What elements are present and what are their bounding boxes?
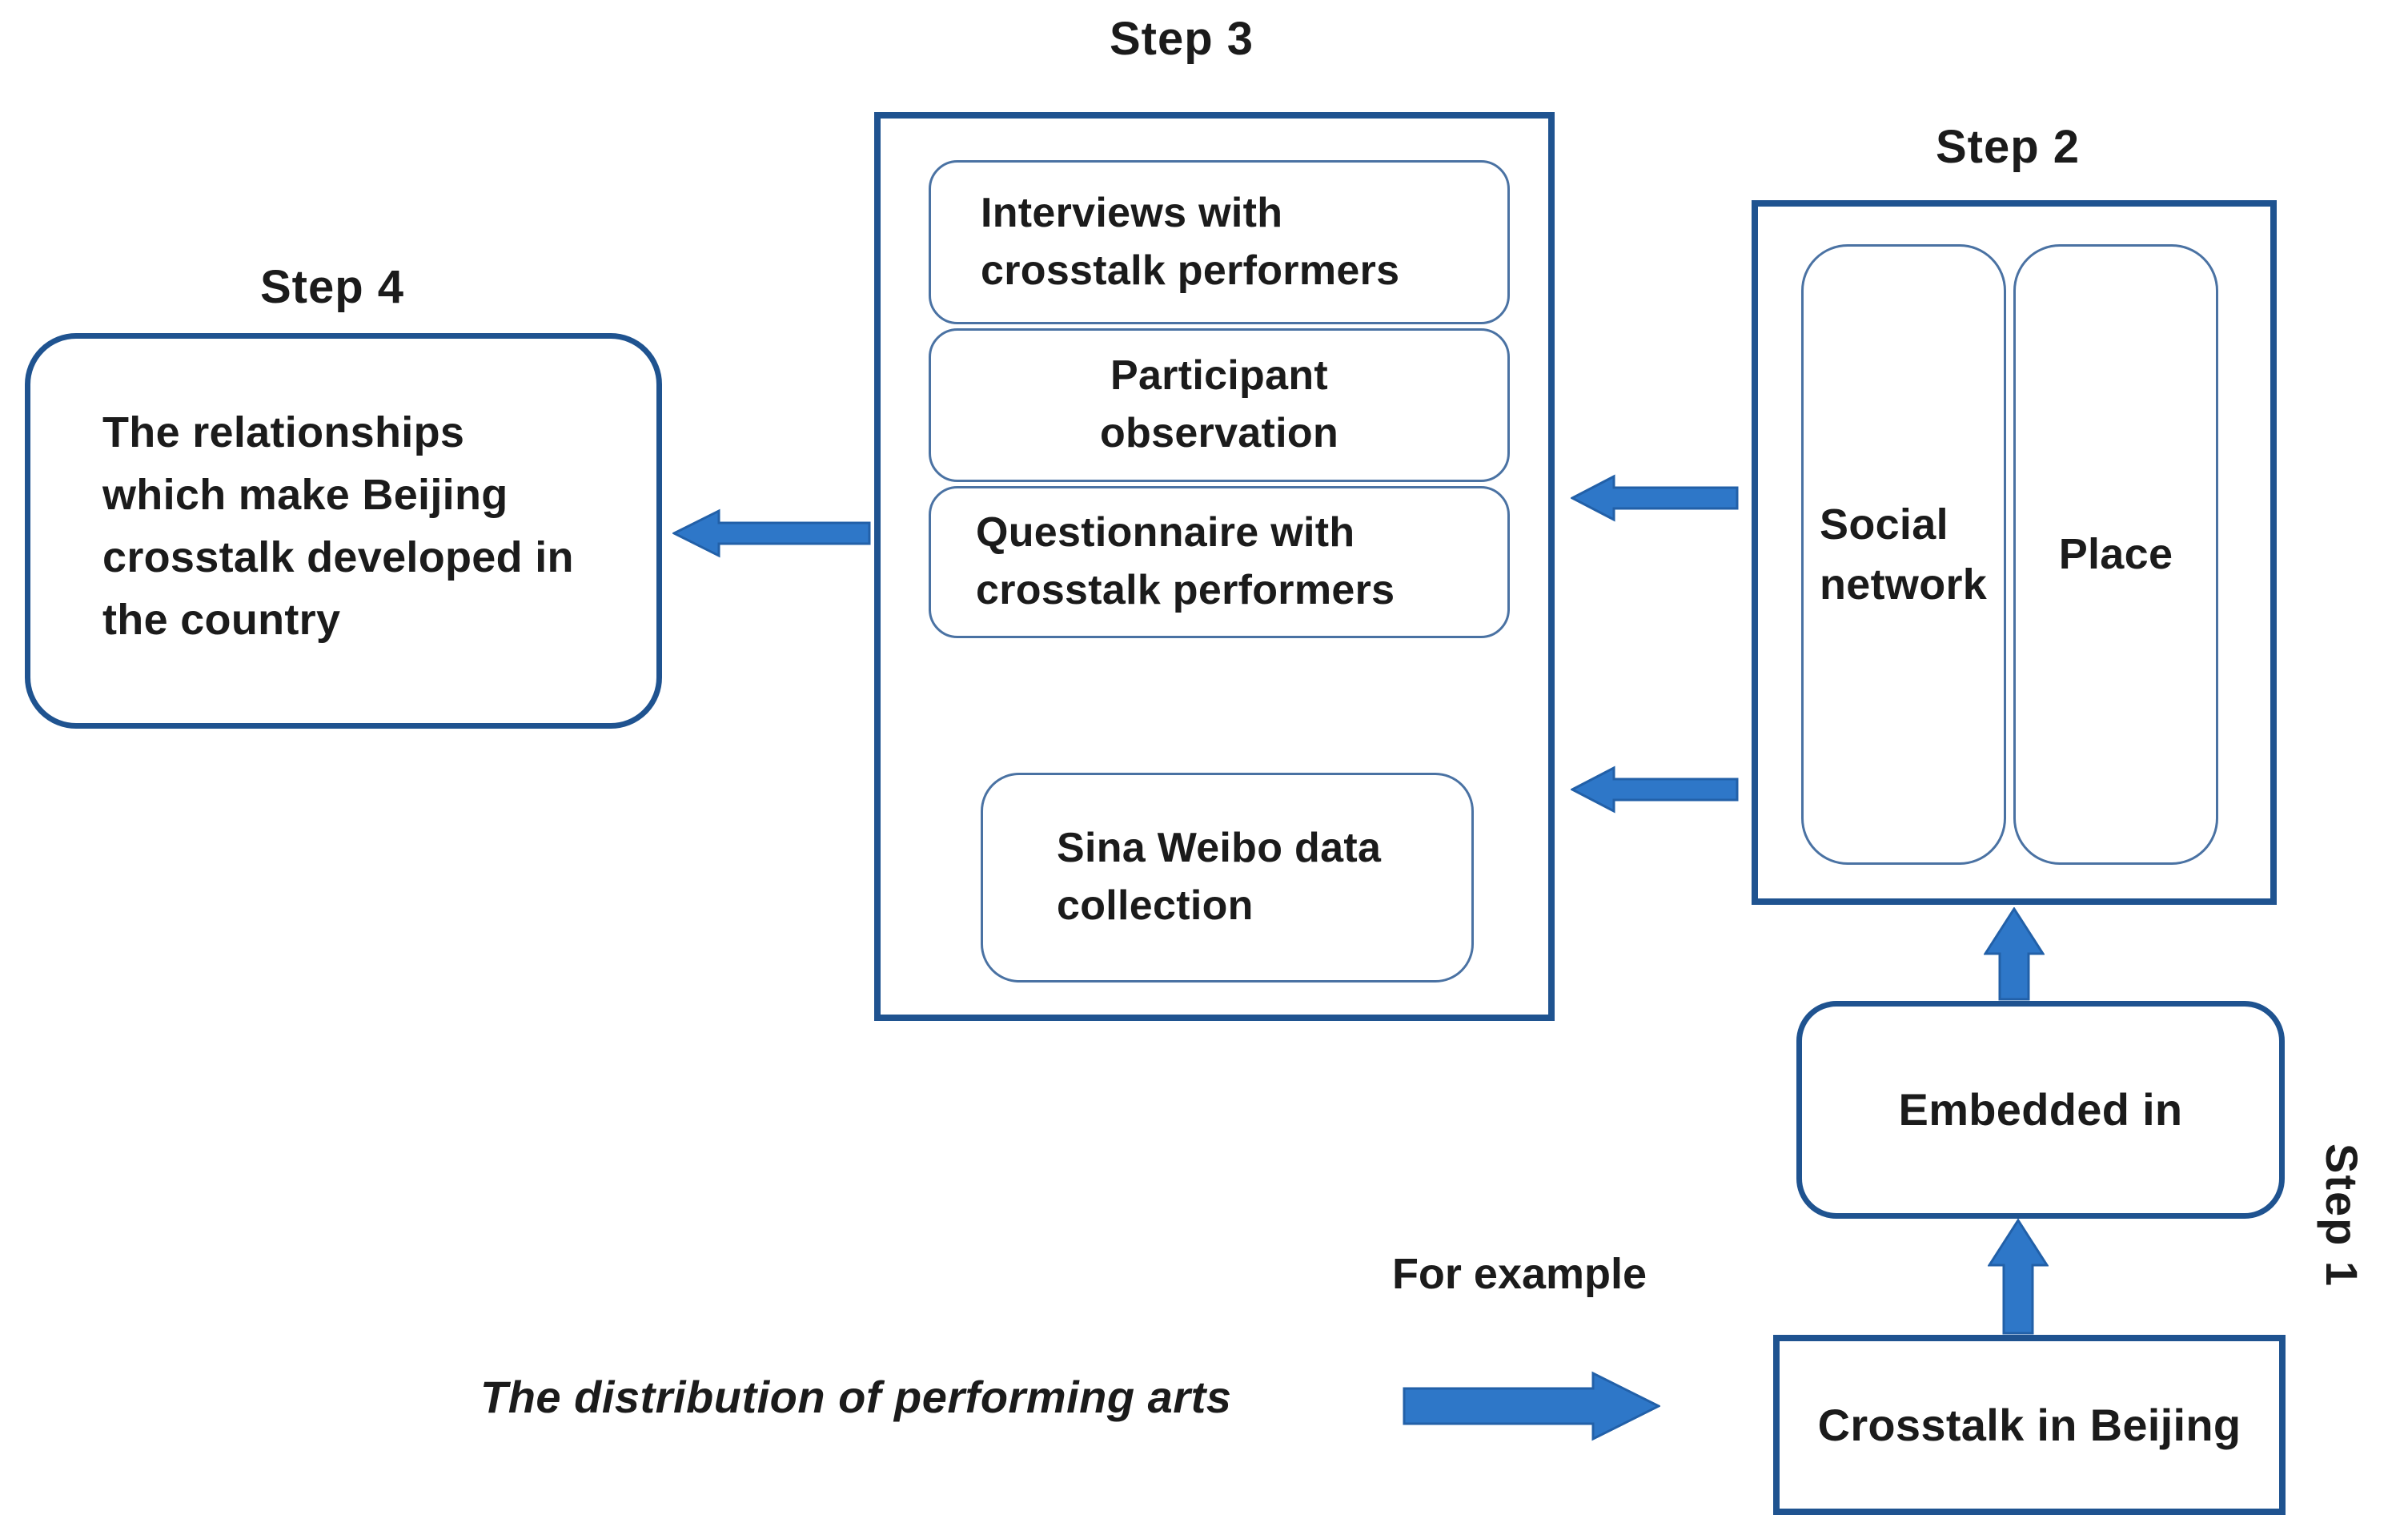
method-box-interviews: Interviews with crosstalk performers xyxy=(929,160,1510,324)
step1-label: Step 1 xyxy=(2317,1143,2367,1288)
left-arrow-step3-to-step4-icon xyxy=(672,508,871,558)
for-example-label: For example xyxy=(1391,1250,1647,1298)
dimension-box-social-network-text: Social network xyxy=(1820,500,1988,609)
up-arrow-crosstalk-to-embedded-icon xyxy=(1988,1219,2049,1335)
step4-label: Step 4 xyxy=(259,261,405,313)
dimension-box-place-text: Place xyxy=(2058,530,2173,579)
embedded-in-box: Embedded in xyxy=(1796,1001,2285,1219)
crosstalk-in-beijing-box: Crosstalk in Beijing xyxy=(1773,1335,2286,1515)
method-box-questionnaire: Questionnaire with crosstalk performers xyxy=(929,486,1510,638)
left-arrow-step2-to-step3-upper-icon xyxy=(1571,474,1739,522)
method-box-weibo: Sina Weibo data collection xyxy=(981,773,1474,983)
step3-label: Step 3 xyxy=(1109,13,1254,65)
left-arrow-step2-to-step3-lower-icon xyxy=(1571,766,1739,814)
step2-label: Step 2 xyxy=(1935,121,2081,173)
method-box-interviews-text: Interviews with crosstalk performers xyxy=(981,189,1400,294)
method-box-observation: Participant observation xyxy=(929,328,1510,482)
dimension-box-social-network: Social network xyxy=(1801,244,2006,865)
embedded-in-text: Embedded in xyxy=(1898,1084,2183,1135)
method-box-observation-text: Participant observation xyxy=(1099,352,1339,456)
crosstalk-in-beijing-text: Crosstalk in Beijing xyxy=(1817,1399,2241,1450)
method-box-weibo-text: Sina Weibo data collection xyxy=(1057,825,1382,929)
step4-result-box: The relationships which make Beijing cro… xyxy=(25,333,662,729)
method-box-questionnaire-text: Questionnaire with crosstalk performers xyxy=(976,509,1395,613)
step4-result-text: The relationships which make Beijing cro… xyxy=(102,408,574,644)
up-arrow-embedded-to-step2-icon xyxy=(1984,907,2045,1001)
dimension-box-place: Place xyxy=(2013,244,2218,865)
right-arrow-example-to-crosstalk-icon xyxy=(1403,1371,1660,1441)
example-caption: The distribution of performing arts xyxy=(480,1372,1232,1422)
